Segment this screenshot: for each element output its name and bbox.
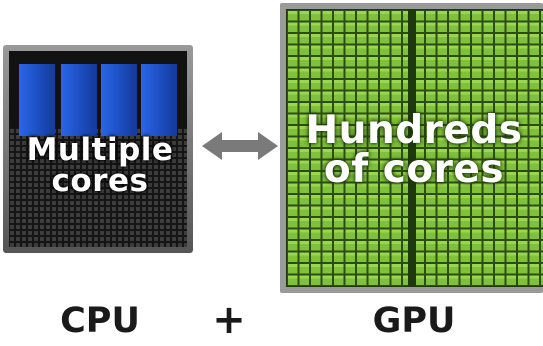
gpu-caption: GPU	[358, 304, 470, 339]
plus-operator: +	[206, 300, 252, 340]
gpu-core-label-line-1: Hundreds	[285, 111, 543, 150]
cpu-core-label-line-2: cores	[20, 166, 180, 197]
cpu-core-label-line-1: Multiple	[20, 135, 180, 166]
cpu-caption: CPU	[44, 304, 156, 339]
cpu-core	[141, 64, 177, 136]
cpu-core	[19, 64, 55, 136]
cpu-core-label: Multiple cores	[20, 135, 180, 197]
double-arrow-icon	[202, 132, 278, 160]
cpu-core	[61, 64, 97, 136]
gpu-core-label-line-2: of cores	[285, 150, 543, 189]
gpu-core-label: Hundreds of cores	[285, 111, 543, 189]
cpu-core	[101, 64, 137, 136]
